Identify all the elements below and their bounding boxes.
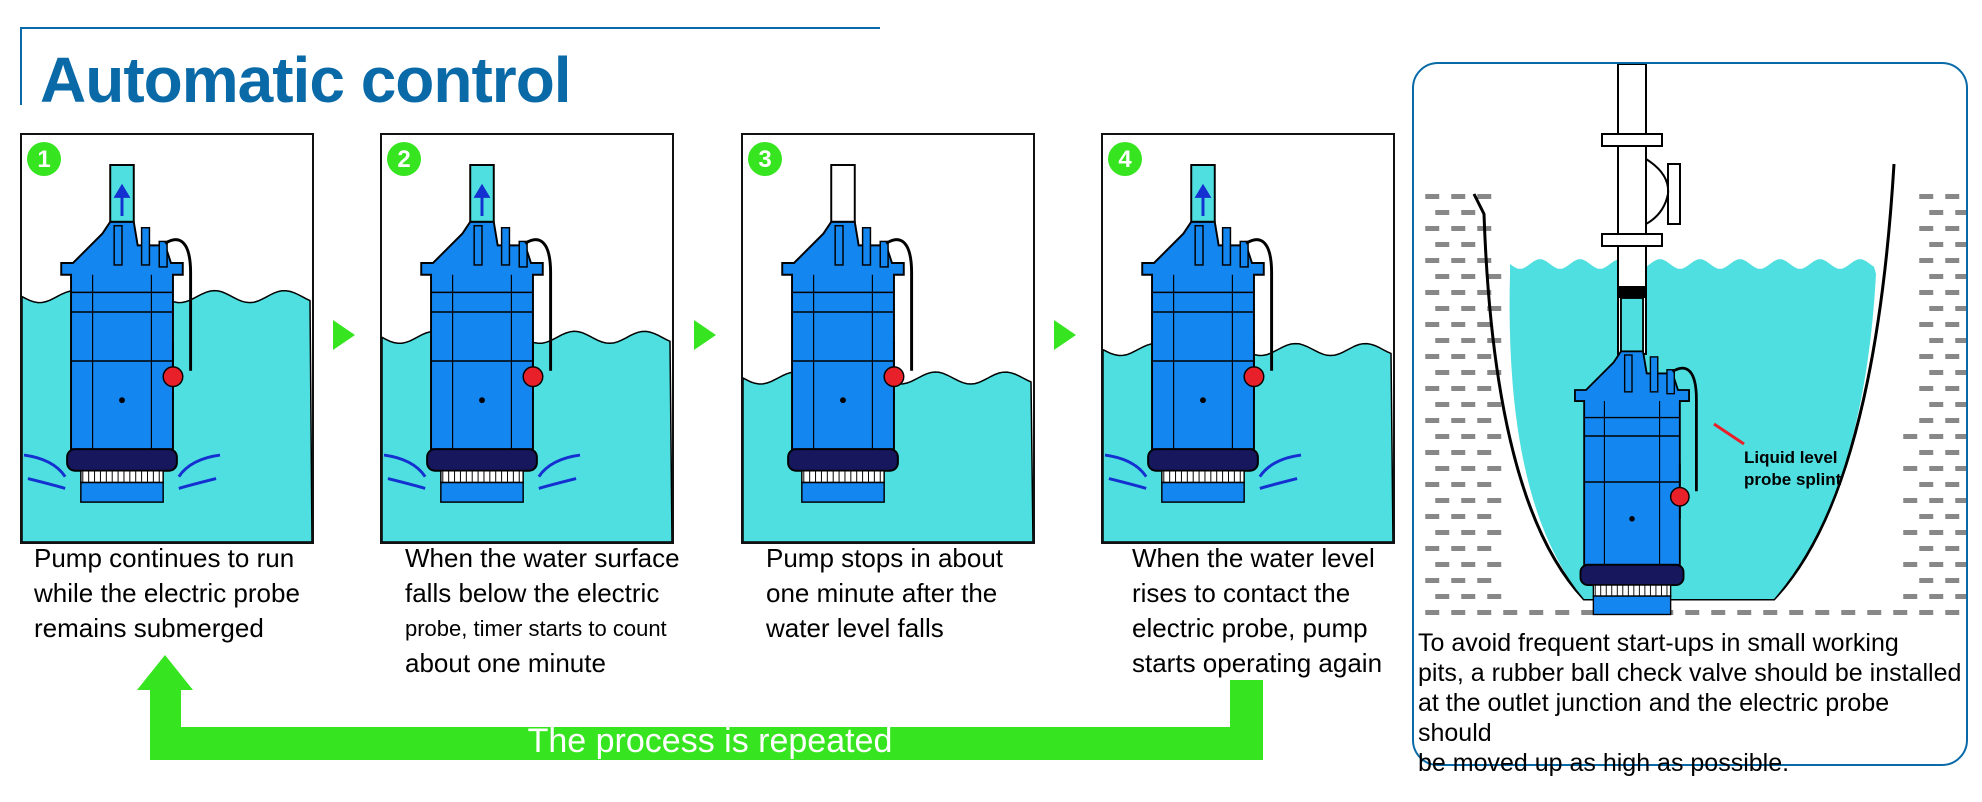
check-valve-icon [1667, 163, 1681, 225]
probe-splint-leader [1713, 422, 1745, 446]
flow-up-arrow-icon [113, 183, 131, 216]
step-caption-4: When the water level rises to contact th… [1132, 541, 1382, 681]
note-line: pits, a rubber ball check valve should b… [1418, 659, 1962, 687]
caption-line: about one minute [405, 648, 606, 678]
pump-intake [1161, 481, 1245, 503]
power-cable [524, 238, 553, 371]
pump-intake [80, 481, 164, 503]
probe-label-line: probe splint [1744, 470, 1842, 489]
page-title: Automatic control [40, 44, 572, 116]
svg-text:2: 2 [397, 146, 410, 173]
caption-line: starts operating again [1132, 648, 1383, 678]
soil-texture [1425, 194, 1966, 615]
svg-text:1: 1 [37, 146, 50, 173]
intake-flow-arrow-icon [383, 453, 427, 478]
electric-probe-icon [522, 366, 544, 388]
pump-intake [440, 481, 524, 503]
submersible-pump-icon [1104, 164, 1302, 503]
flow-up-arrow-icon [473, 183, 491, 216]
step-caption-3: Pump stops in about one minute after the… [766, 541, 1003, 646]
intake-flow-arrow-icon [178, 477, 217, 490]
caption-line: water level falls [766, 613, 944, 643]
pit-illustration [1425, 64, 1966, 616]
outlet-pipe [1620, 297, 1644, 353]
power-cable [1671, 366, 1698, 492]
step-number-badge: 1 [27, 142, 61, 176]
pump-intake [1592, 595, 1672, 616]
next-step-arrow-icon [1054, 320, 1076, 350]
submersible-pump-icon [1574, 297, 1698, 616]
caption-line: Pump continues to run [34, 543, 295, 573]
note-line: To avoid frequent start-ups in small wor… [1418, 629, 1899, 657]
installation-illustration [1412, 62, 1968, 766]
step-panel-4: 4 [1101, 133, 1395, 544]
step-illustration: 4 [1103, 142, 1393, 542]
intake-flow-arrow-icon [27, 477, 66, 490]
power-cable [1245, 238, 1274, 371]
caption-line: When the water surface [405, 543, 680, 573]
step-illustration: 2 [382, 142, 672, 542]
svg-text:3: 3 [758, 146, 771, 173]
note-line: at the outlet junction and the electric … [1418, 689, 1890, 747]
next-step-arrow-icon [333, 320, 355, 350]
header-rule-vertical [20, 27, 22, 105]
power-cable [164, 238, 193, 371]
electric-probe-icon [1669, 486, 1690, 507]
step-caption-1: Pump continues to run while the electric… [34, 541, 300, 646]
caption-line: Pump stops in about [766, 543, 1004, 573]
submersible-pump-icon [781, 164, 914, 503]
intake-flow-arrow-icon [387, 477, 426, 490]
submersible-pump-icon [23, 164, 221, 503]
caption-line: electric probe, pump [1132, 613, 1368, 643]
intake-flow-arrow-icon [1258, 453, 1302, 478]
intake-flow-arrow-icon [1259, 477, 1298, 490]
power-cable [885, 238, 914, 371]
caption-line: When the water level [1132, 543, 1375, 573]
electric-probe-icon [162, 366, 184, 388]
header-rule [20, 27, 880, 29]
step-number-badge: 2 [387, 142, 421, 176]
intake-flow-arrow-icon [1104, 453, 1148, 478]
step-caption-2: When the water surface falls below the e… [405, 541, 680, 681]
pit-water [1509, 259, 1876, 599]
intake-flow-arrow-icon [537, 453, 581, 478]
electric-probe-icon [1243, 366, 1265, 388]
intake-flow-arrow-icon [538, 477, 577, 490]
intake-flow-arrow-icon [23, 453, 67, 478]
pipe-flange [1601, 133, 1663, 147]
probe-splint-label: Liquid level probe splint [1744, 447, 1841, 491]
step-panel-2: 2 [380, 133, 674, 544]
pipe-flange [1601, 233, 1663, 247]
pump-motor-base [1579, 563, 1685, 586]
svg-text:4: 4 [1118, 146, 1132, 173]
caption-line: falls below the electric [405, 578, 660, 608]
step-number-badge: 4 [1108, 142, 1142, 176]
note-line: be moved up as high as possible. [1418, 749, 1790, 777]
cycle-label: The process is repeated [527, 722, 893, 760]
step-panel-1: 1 [20, 133, 314, 544]
intake-flow-arrow-icon [177, 453, 221, 478]
pump-intake [801, 481, 885, 503]
flow-up-arrow-icon [1194, 183, 1212, 216]
caption-line: probe, timer starts to count [405, 616, 667, 641]
electric-probe-icon [883, 366, 905, 388]
step-number-badge: 3 [748, 142, 782, 176]
step-illustration: 1 [22, 142, 312, 542]
intake-flow-arrow-icon [1108, 477, 1147, 490]
probe-label-line: Liquid level [1744, 448, 1838, 467]
next-step-arrow-icon [694, 320, 716, 350]
step-panel-3: 3 [741, 133, 1035, 544]
installation-note: To avoid frequent start-ups in small wor… [1418, 628, 1963, 778]
submersible-pump-icon [383, 164, 581, 503]
caption-line: while the electric probe [34, 578, 300, 608]
step-illustration: 3 [743, 142, 1033, 542]
caption-line: one minute after the [766, 578, 998, 608]
caption-line: remains submerged [34, 613, 264, 643]
caption-line: rises to contact the [1132, 578, 1351, 608]
